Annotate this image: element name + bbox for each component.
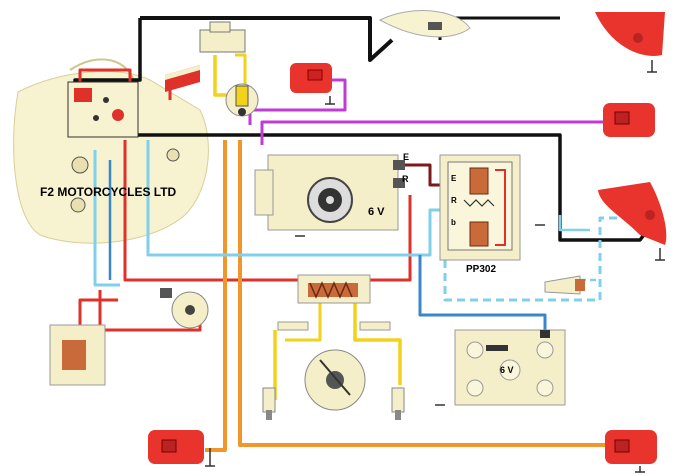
fuse-block — [165, 65, 200, 92]
turn-signal-rear-right — [603, 103, 655, 137]
horn-button — [49, 324, 106, 386]
ignition-coil — [277, 274, 391, 331]
generator-terminal-r: R — [402, 174, 409, 184]
speedometer-lamp — [70, 148, 180, 213]
horn — [199, 21, 246, 53]
generator — [254, 154, 405, 231]
voltage-regulator — [439, 154, 521, 261]
contact-breaker — [304, 349, 366, 411]
generator-voltage-label: 6 V — [368, 206, 385, 218]
generator-terminal-e: E — [403, 152, 409, 162]
battery — [454, 329, 566, 406]
turn-signal-front-left — [290, 63, 332, 104]
company-label: F2 MOTORCYCLES LTD — [40, 185, 177, 199]
neutral-indicator — [544, 275, 585, 295]
stop-switch — [378, 10, 471, 38]
spark-plug-right — [391, 387, 405, 420]
battery-voltage-label: 6 V — [500, 365, 514, 375]
tail-lamp-top-right — [595, 12, 665, 72]
headlight-switch-panel — [67, 81, 139, 138]
turn-signal-bottom-left — [148, 430, 211, 466]
ignition-switch — [225, 83, 259, 117]
turn-signal-bottom-right — [605, 430, 657, 472]
headlight-shell — [13, 70, 209, 244]
handlebar-switch — [160, 288, 209, 329]
headlight-rim — [69, 58, 136, 86]
brake-lamp-right — [598, 182, 667, 260]
regulator-pin-e: E — [451, 174, 457, 183]
regulator-pin-b: b — [451, 218, 456, 227]
ground-symbols — [205, 71, 665, 473]
regulator-model-label: PP302 — [466, 264, 496, 275]
regulator-pin-r: R — [451, 196, 457, 205]
spark-plug-left — [262, 387, 276, 420]
